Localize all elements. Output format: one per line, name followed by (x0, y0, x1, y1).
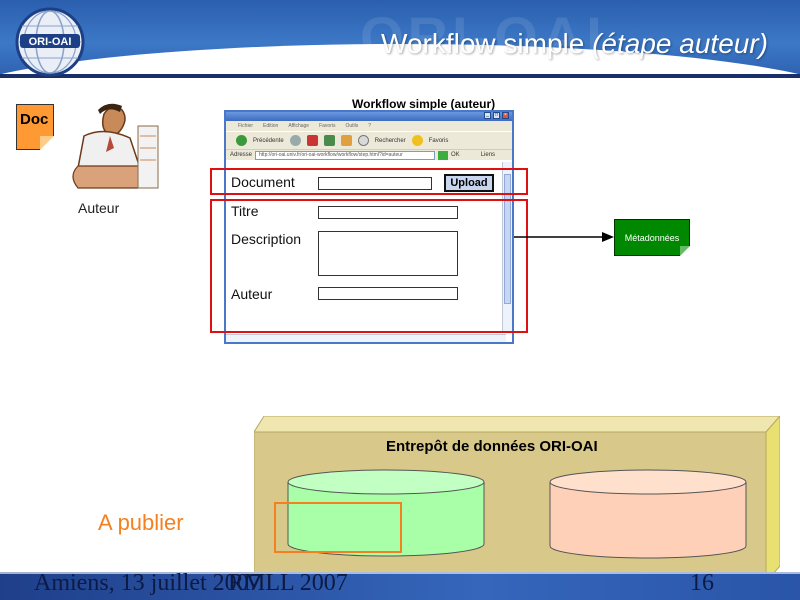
header-band: ORI-OAI (0, 0, 800, 78)
browser-window-controls: _ □ × (484, 112, 509, 119)
go-icon[interactable] (438, 150, 449, 160)
author-label: Auteur (78, 200, 120, 216)
close-icon[interactable]: × (502, 112, 509, 119)
minimize-icon[interactable]: _ (484, 112, 491, 119)
scrollbar-thumb[interactable] (504, 174, 511, 304)
slide-title-main: Workflow simple (381, 28, 585, 59)
ok-label[interactable]: OK (451, 152, 460, 158)
search-icon[interactable] (357, 135, 369, 146)
slide-title: Workflow simple (étape auteur) (381, 28, 768, 60)
menu-item-favoris[interactable]: Favoris (319, 123, 336, 129)
metadata-box: Métadonnées (614, 219, 690, 256)
menu-item-edition[interactable]: Edition (263, 123, 279, 129)
home-icon[interactable] (340, 135, 352, 146)
stop-icon[interactable] (306, 135, 318, 146)
forward-arrow-icon[interactable] (289, 135, 301, 146)
back-arrow-icon[interactable] (236, 135, 247, 146)
address-input[interactable]: http://ori-oai.univ.fr/ori-oai-workflow/… (255, 150, 436, 160)
search-button-label[interactable]: Rechercher (374, 137, 406, 144)
arrow-to-metadata-icon (514, 232, 614, 242)
database-green-icon (287, 469, 485, 557)
browser-caption: Workflow simple (auteur) (352, 97, 496, 111)
links-label[interactable]: Liens (480, 152, 496, 158)
ori-oai-logo: ORI-OAI (15, 7, 85, 77)
browser-vertical-scrollbar[interactable] (502, 162, 512, 332)
publish-highlight-box (274, 502, 402, 553)
maximize-icon[interactable]: □ (493, 112, 500, 119)
titre-input[interactable] (318, 206, 458, 219)
address-label: Adresse (230, 152, 253, 158)
database-pink-icon (549, 469, 747, 559)
auteur-input[interactable] (318, 287, 458, 300)
menu-item-fichier[interactable]: Fichier (238, 123, 254, 129)
description-textarea[interactable] (318, 231, 458, 276)
slide-title-italic: (étape auteur) (592, 28, 768, 59)
description-label: Description (231, 231, 302, 247)
browser-address-bar: Adresse http://ori-oai.univ.fr/ori-oai-w… (226, 149, 512, 160)
favorites-star-icon[interactable] (411, 135, 423, 146)
footer-date-text: Amiens, 13 juillet 2007 (34, 570, 261, 596)
data-warehouse (254, 416, 780, 582)
browser-toolbar: Précédente Rechercher Favoris (226, 131, 512, 149)
doc-label: Doc (20, 111, 49, 128)
document-label: Document (231, 174, 295, 190)
favorites-button-label[interactable]: Favoris (428, 137, 449, 144)
refresh-icon[interactable] (323, 135, 335, 146)
document-highlight-box (210, 168, 528, 195)
browser-menubar: Fichier Edition Affichage Favoris Outils… (226, 121, 512, 131)
header-divider (0, 74, 800, 78)
footer-divider (0, 572, 800, 574)
menu-item-help[interactable]: ? (368, 123, 372, 129)
doc-box: Doc (16, 104, 54, 150)
page-number: 16 (690, 570, 714, 596)
metadata-label: Métadonnées (624, 232, 680, 243)
browser-titlebar (226, 112, 512, 121)
browser-window: _ □ × Fichier Edition Affichage Favoris … (224, 110, 514, 344)
publish-label: A publier (98, 510, 184, 535)
auteur-field-label: Auteur (231, 286, 273, 302)
logo-text: ORI-OAI (29, 36, 72, 48)
back-button-label[interactable]: Précédente (253, 137, 284, 144)
footer-band (0, 572, 800, 600)
metadata-highlight-box (210, 199, 528, 333)
warehouse-title: Entrepôt de données ORI-OAI (386, 438, 598, 455)
footer-event-text: RMLL 2007 (228, 570, 348, 596)
author-person-icon (72, 103, 159, 189)
titre-label: Titre (231, 203, 259, 219)
upload-button[interactable]: Upload (444, 174, 494, 192)
menu-item-affichage[interactable]: Affichage (288, 123, 310, 129)
browser-horizontal-scrollbar[interactable] (226, 334, 506, 342)
menu-item-outils[interactable]: Outils (345, 123, 359, 129)
document-input[interactable] (318, 177, 432, 190)
